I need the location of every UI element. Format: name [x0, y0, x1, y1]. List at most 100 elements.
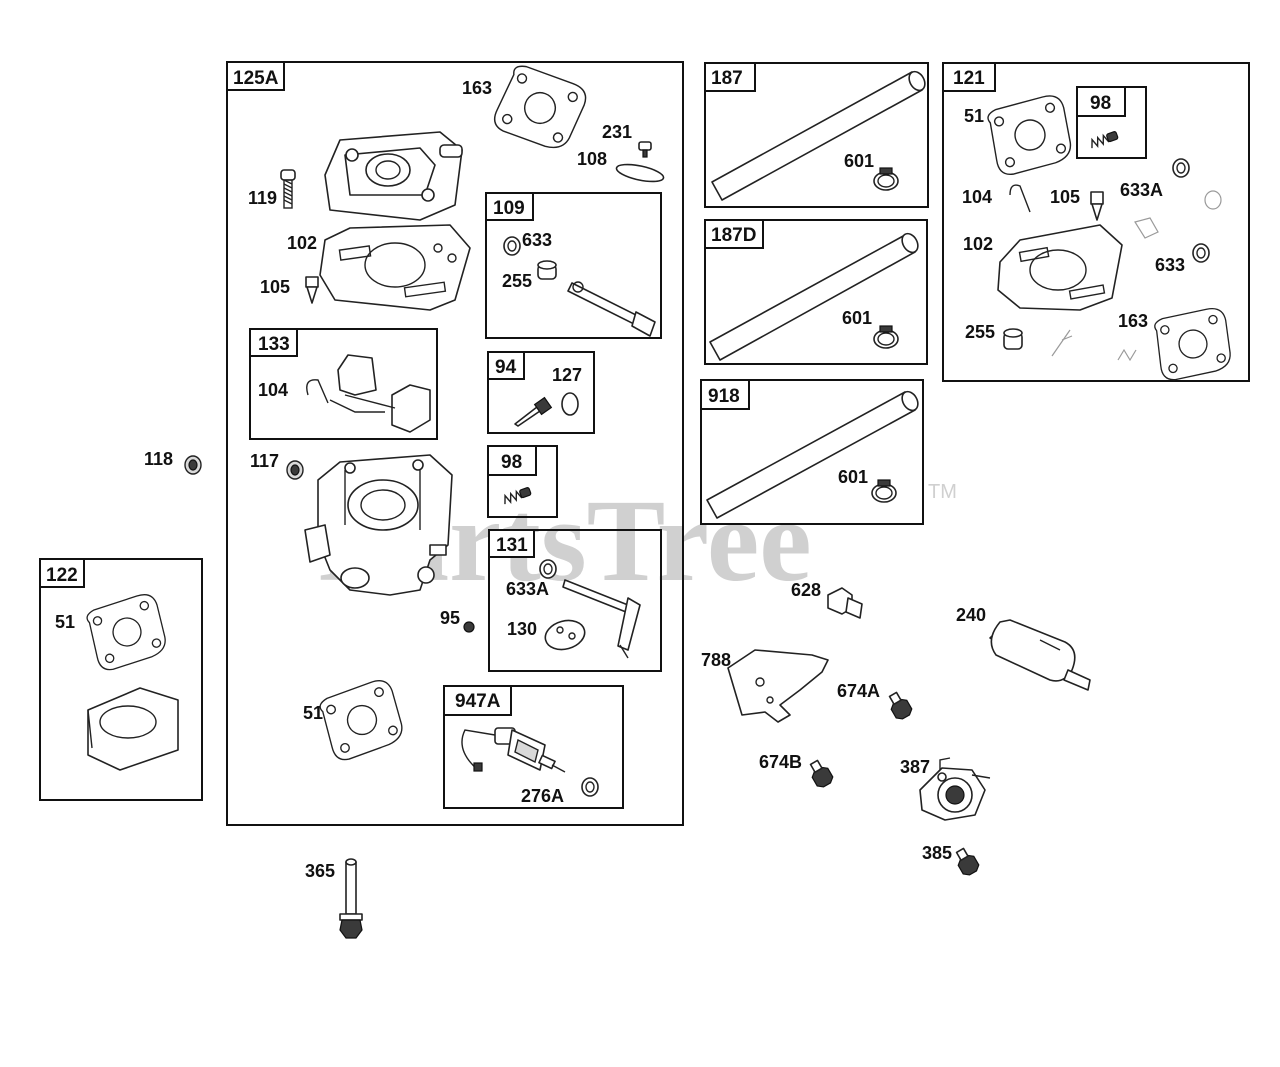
- gasket-icon[interactable]: [319, 224, 471, 311]
- group-187D-tag: 187D: [711, 225, 756, 246]
- needle-valve-icon[interactable]: [514, 396, 553, 427]
- carburetor-body-icon[interactable]: [304, 454, 453, 596]
- bushing-icon[interactable]: [1003, 328, 1023, 350]
- label-51-121[interactable]: 51: [964, 106, 984, 126]
- fuel-pump-icon[interactable]: [919, 757, 991, 821]
- throttle-shaft-icon[interactable]: [562, 579, 641, 659]
- gasket-icon[interactable]: [314, 675, 410, 764]
- pin-icon[interactable]: [306, 379, 329, 404]
- plug-icon[interactable]: [286, 460, 304, 480]
- bolt-icon[interactable]: [339, 858, 363, 939]
- label-276A[interactable]: 276A: [521, 786, 564, 806]
- label-231[interactable]: 231: [602, 122, 632, 142]
- tube-icon[interactable]: [709, 231, 921, 361]
- washer-icon[interactable]: [1172, 158, 1190, 178]
- label-118[interactable]: 118: [144, 449, 173, 469]
- label-102[interactable]: 102: [287, 233, 317, 253]
- label-255-121[interactable]: 255: [965, 322, 995, 342]
- group-121-tag: 121: [953, 68, 985, 89]
- plate-icon[interactable]: [615, 161, 665, 185]
- group-109-tag: 109: [493, 198, 525, 219]
- clamp-icon[interactable]: [871, 479, 897, 503]
- screw-icon[interactable]: [638, 141, 652, 158]
- spring-icon[interactable]: [1088, 130, 1119, 149]
- tube-icon[interactable]: [711, 69, 928, 201]
- washer-icon[interactable]: [581, 777, 599, 797]
- group-947A-tag: 947A: [455, 691, 501, 712]
- clamp-icon[interactable]: [873, 325, 899, 349]
- carburetor-top-icon[interactable]: [324, 131, 463, 221]
- bolt-icon[interactable]: [827, 587, 863, 619]
- washer-icon[interactable]: [1204, 190, 1222, 210]
- plug-icon[interactable]: [184, 455, 202, 475]
- washer-icon[interactable]: [503, 236, 521, 256]
- gasket-icon[interactable]: [490, 61, 591, 155]
- bolt-icon[interactable]: [884, 689, 915, 723]
- label-255-109[interactable]: 255: [502, 271, 532, 291]
- needle-valve-icon[interactable]: [305, 276, 319, 304]
- tube-icon[interactable]: [706, 389, 921, 519]
- label-601-187[interactable]: 601: [844, 151, 874, 171]
- needle-valve-icon[interactable]: [1090, 191, 1104, 221]
- bolt-icon[interactable]: [805, 757, 836, 791]
- label-117[interactable]: 117: [250, 451, 279, 471]
- label-628[interactable]: 628: [791, 580, 821, 600]
- label-601-187D[interactable]: 601: [842, 308, 872, 328]
- gasket-icon[interactable]: [82, 590, 173, 674]
- label-633-121[interactable]: 633: [1155, 255, 1185, 275]
- fuel-filter-icon[interactable]: [989, 619, 1091, 691]
- float-icon[interactable]: [329, 354, 431, 433]
- bracket-icon[interactable]: [727, 649, 829, 723]
- washer-icon[interactable]: [1192, 243, 1210, 263]
- label-788[interactable]: 788: [701, 650, 731, 670]
- o-ring-icon[interactable]: [561, 392, 579, 416]
- label-633A-131[interactable]: 633A: [506, 579, 549, 599]
- label-365[interactable]: 365: [305, 861, 335, 881]
- label-105[interactable]: 105: [260, 277, 290, 297]
- label-674B[interactable]: 674B: [759, 752, 802, 772]
- gasket-icon[interactable]: [1150, 305, 1237, 383]
- group-121: 121 51 98 104 105 633A 102: [942, 62, 1250, 383]
- screw-icon[interactable]: [1051, 329, 1073, 357]
- label-163-121[interactable]: 163: [1118, 311, 1148, 331]
- clamp-icon[interactable]: [873, 167, 899, 191]
- label-51-main[interactable]: 51: [303, 703, 323, 723]
- throttle-shaft-icon[interactable]: [567, 281, 656, 337]
- label-104-133[interactable]: 104: [258, 380, 288, 400]
- label-130[interactable]: 130: [507, 619, 537, 639]
- spring-icon[interactable]: [1117, 348, 1137, 362]
- label-240[interactable]: 240: [956, 605, 986, 625]
- label-102-121[interactable]: 102: [963, 234, 993, 254]
- bushing-icon[interactable]: [537, 260, 557, 280]
- group-133-tag: 133: [258, 334, 290, 355]
- label-105-121[interactable]: 105: [1050, 187, 1080, 207]
- group-131-tag: 131: [496, 535, 528, 556]
- label-119[interactable]: 119: [248, 188, 277, 208]
- pin-icon[interactable]: [1009, 184, 1031, 213]
- washer-icon[interactable]: [539, 559, 557, 579]
- label-674A[interactable]: 674A: [837, 681, 880, 701]
- group-122-tag: 122: [46, 565, 78, 586]
- screw-icon[interactable]: [463, 621, 475, 633]
- label-601-918[interactable]: 601: [838, 467, 868, 487]
- bolt-icon[interactable]: [951, 845, 982, 879]
- spacer-icon[interactable]: [87, 687, 179, 771]
- label-385[interactable]: 385: [922, 843, 952, 863]
- label-163[interactable]: 163: [462, 78, 492, 98]
- label-387[interactable]: 387: [900, 757, 930, 777]
- gasket-icon[interactable]: [983, 91, 1078, 179]
- label-127[interactable]: 127: [552, 365, 582, 385]
- label-108[interactable]: 108: [577, 149, 607, 169]
- label-51-122[interactable]: 51: [55, 612, 75, 632]
- label-104-121[interactable]: 104: [962, 187, 992, 207]
- group-187: 187 601: [704, 62, 929, 208]
- gasket-icon[interactable]: [997, 224, 1123, 311]
- solenoid-icon[interactable]: [461, 727, 566, 773]
- screw-icon[interactable]: [280, 169, 296, 209]
- throttle-plate-icon[interactable]: [1134, 217, 1159, 239]
- throttle-plate-icon[interactable]: [542, 616, 588, 653]
- label-633-109[interactable]: 633: [522, 230, 552, 250]
- label-633A-121[interactable]: 633A: [1120, 180, 1163, 200]
- label-95[interactable]: 95: [440, 608, 460, 628]
- group-94-tag: 94: [495, 357, 517, 378]
